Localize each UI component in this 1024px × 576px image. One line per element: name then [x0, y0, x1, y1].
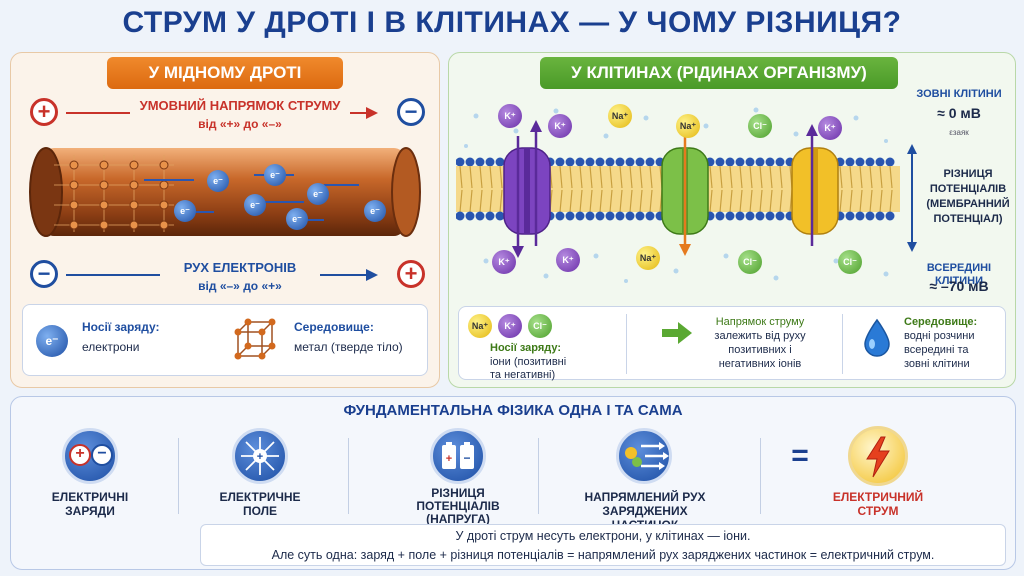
electron-icon: e⁻: [207, 170, 229, 192]
chloride-ion-icon: Cl⁻: [528, 314, 552, 338]
electron-icon: e⁻: [174, 200, 196, 222]
cell-membrane-illustration: [456, 107, 900, 283]
chloride-ion-icon: Cl⁻: [838, 250, 862, 274]
cells-banner: У КЛІТИНАХ (РІДИНАХ ОРГАНІЗМУ): [540, 57, 898, 89]
sodium-ion-icon: Na⁺: [468, 314, 492, 338]
cells-carriers-value-2: та негативні): [490, 369, 556, 381]
electron-icon: e⁻: [244, 194, 266, 216]
electron-flow-title: РУХ ЕЛЕКТРОНІВ: [160, 260, 320, 276]
summary-line2: Але суть одна: заряд + поле + різниця по…: [271, 548, 935, 562]
equals-sign: =: [791, 439, 809, 472]
potential-difference-line2: ПОТЕНЦІАЛІВ: [929, 183, 1007, 195]
fundamental-physics-heading: ФУНДАМЕНТАЛЬНА ФІЗИКА ОДНА І ТА САМА: [343, 402, 683, 419]
small-mark-label: ԑзаяк: [949, 128, 969, 137]
inside-cell-label: ВСЕРЕДИНІ КЛІТИНИ: [926, 262, 992, 288]
electron-icon: e⁻: [364, 200, 386, 222]
lightning-icon: [848, 426, 908, 486]
potential-difference-arrow: [907, 144, 917, 252]
cells-medium-value-2: всередині та: [904, 344, 969, 356]
cells-medium-value-1: водні розчини: [904, 330, 975, 342]
divider: [842, 314, 843, 374]
svg-text:−: −: [463, 451, 470, 465]
divider: [626, 314, 627, 374]
conventional-direction-subtitle: від «+» до «–»: [198, 117, 282, 131]
plus-sign-icon: +: [397, 260, 425, 288]
cells-carriers-title: Носії заряду:: [490, 342, 562, 354]
charged-particle-flow-icon: [616, 428, 672, 484]
minus-sign-icon: −: [30, 260, 58, 288]
item-charges-line2: ЗАРЯДИ: [65, 504, 115, 518]
outside-cell-label: ЗОВНІ КЛІТИНИ: [916, 88, 1002, 100]
divider: [538, 438, 539, 514]
chloride-ion-icon: Cl⁻: [748, 114, 772, 138]
sodium-ion-icon: Na⁺: [608, 104, 632, 128]
item-voltage-line3: (НАПРУГА): [426, 512, 490, 526]
potassium-ion-icon: K⁺: [492, 250, 516, 274]
svg-text:+: +: [446, 453, 452, 465]
potassium-ion-icon: K⁺: [498, 104, 522, 128]
wire-carriers-value: електрони: [82, 340, 140, 354]
item-flow-line1: НАПРЯМЛЕНИЙ РУХ: [584, 490, 706, 504]
summary-line1: У дроті струм несуть електрони, у клітин…: [455, 529, 751, 543]
wire-carriers-title: Носії заряду:: [82, 320, 160, 334]
item-charges-line1: ЕЛЕКТРИЧНІ: [51, 490, 129, 504]
current-direction-value-3: негативних іонів: [718, 358, 802, 370]
divider: [178, 438, 179, 514]
cells-medium-title: Середовище:: [904, 316, 978, 328]
water-drop-icon: [864, 318, 890, 357]
item-field-line1: ЕЛЕКТРИЧНЕ: [219, 490, 301, 504]
electric-field-icon: +: [232, 428, 288, 484]
sodium-ion-icon: Na⁺: [636, 246, 660, 270]
electron-icon: e⁻: [286, 208, 308, 230]
item-voltage-line1: РІЗНИЦЯ: [431, 486, 485, 500]
inside-cell-value: ≈ –70 мВ: [929, 278, 989, 294]
sodium-ion-icon: Na⁺: [676, 114, 700, 138]
chloride-ion-icon: Cl⁻: [738, 250, 762, 274]
potassium-ion-icon: K⁺: [818, 116, 842, 140]
copper-wire-banner: У МІДНОМУ ДРОТІ: [107, 57, 343, 89]
conventional-direction-title: УМОВНИЙ НАПРЯМОК СТРУМУ: [130, 98, 350, 114]
wire-medium-title: Середовище:: [294, 320, 374, 334]
cells-medium-value-3: зовні клітини: [904, 358, 970, 370]
crystal-lattice-icon: [234, 318, 276, 360]
electron-icon: e⁻: [307, 183, 329, 205]
item-field-line2: ПОЛЕ: [242, 504, 278, 518]
wire-medium-value: метал (тверде тіло): [294, 340, 403, 354]
svg-text:+: +: [257, 451, 263, 463]
current-direction-title: Напрямок струму: [715, 316, 805, 328]
potassium-ion-icon: K⁺: [498, 314, 522, 338]
minus-sign-icon: −: [397, 98, 425, 126]
potassium-ion-icon: K⁺: [548, 114, 572, 138]
electron-icon: e⁻: [264, 164, 286, 186]
potential-difference-line3: (МЕМБРАННИЙ: [926, 198, 1010, 210]
plus-sign-icon: +: [30, 98, 58, 126]
potassium-ion-icon: K⁺: [556, 248, 580, 272]
current-direction-value-1: залежить від руху: [714, 330, 806, 342]
current-direction-value-2: позитивних і: [728, 344, 792, 356]
potential-difference-line1: РІЗНИЦЯ: [943, 168, 993, 180]
page-title: СТРУМ У ДРОТІ І В КЛІТИНАХ — У ЧОМУ РІЗН…: [122, 6, 902, 39]
summary-note: У дроті струм несуть електрони, у клітин…: [200, 524, 1006, 566]
electric-charges-icon: + −: [62, 428, 118, 484]
wire-carriers-box: [22, 304, 428, 376]
copper-wire-illustration: [29, 147, 421, 237]
cells-carriers-value-1: іони (позитивні: [490, 356, 567, 368]
direction-arrow-icon: [662, 322, 692, 344]
divider: [348, 438, 349, 514]
result-line2: СТРУМ: [857, 504, 899, 518]
item-voltage-line2: ПОТЕНЦІАЛІВ: [416, 499, 500, 513]
electron-flow-subtitle: від «–» до «+»: [198, 279, 282, 293]
outside-cell-value: ≈ 0 мВ: [937, 105, 981, 121]
battery-voltage-icon: + −: [430, 428, 486, 484]
electron-icon: e⁻: [36, 325, 68, 357]
potential-difference-line4: ПОТЕНЦІАЛ): [933, 213, 1003, 225]
result-line1: ЕЛЕКТРИЧНИЙ: [832, 490, 924, 504]
divider: [760, 438, 761, 514]
